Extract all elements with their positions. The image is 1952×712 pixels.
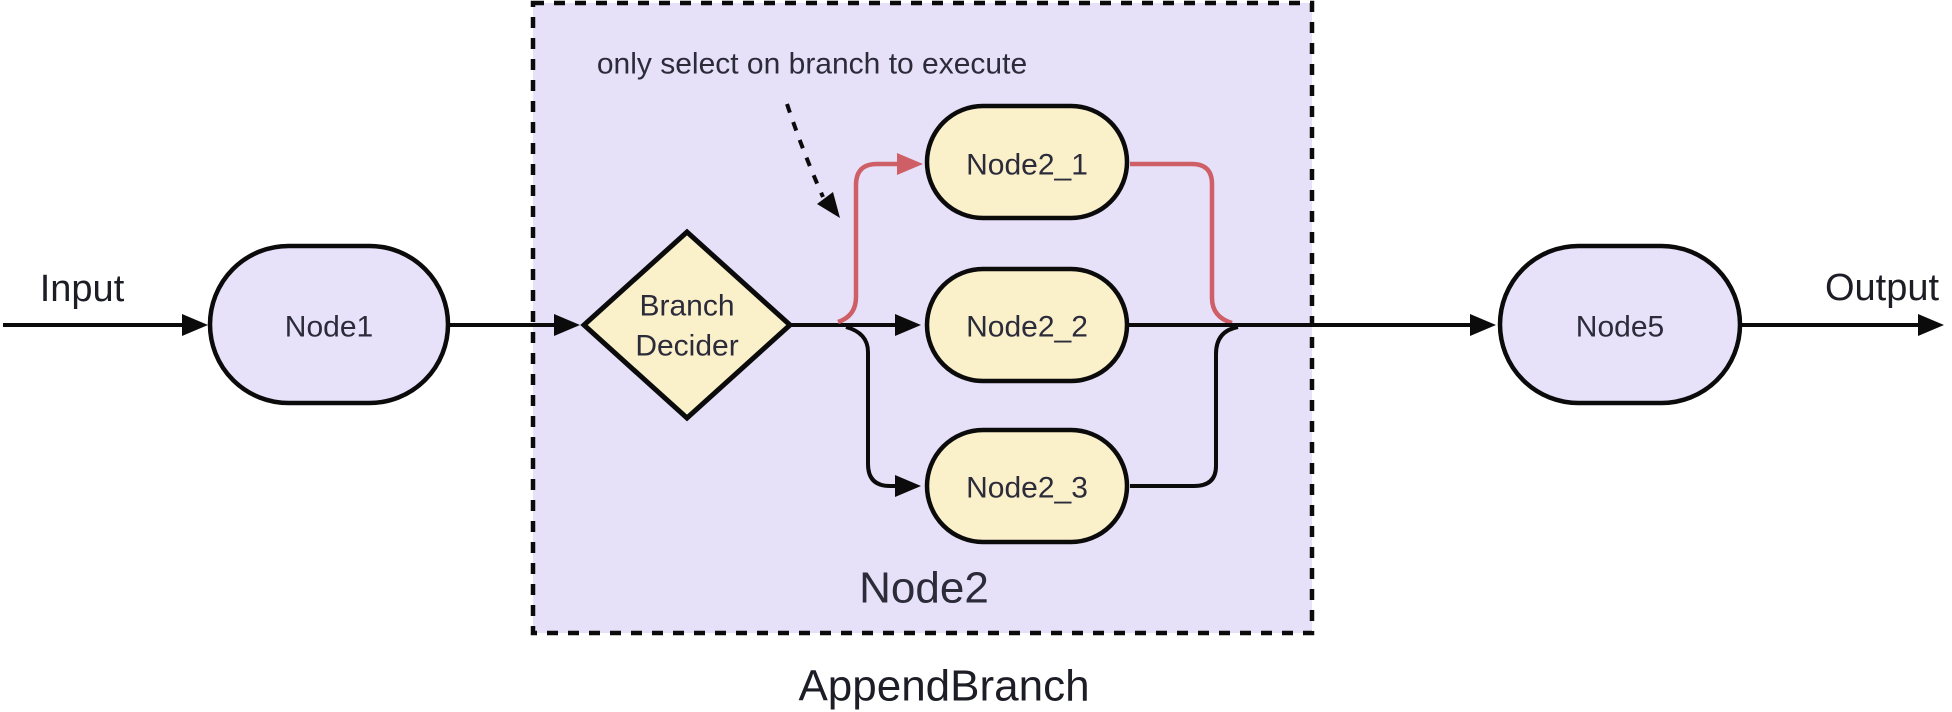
- cluster-node2-title: Node2: [859, 564, 989, 613]
- branch-decider-shape: [580, 228, 794, 422]
- arrowhead-into-decider: [554, 314, 580, 336]
- arrowhead-into-node2-1: [897, 153, 923, 175]
- arrowhead-output: [1918, 314, 1944, 336]
- node1-label: Node1: [285, 311, 373, 344]
- node2-1-shape: [924, 103, 1130, 221]
- edge-node2-1-to-merge-selected: [1130, 161, 1233, 326]
- edge-node2-3-to-merge: [1130, 325, 1239, 488]
- arrowhead-into-node5: [1470, 314, 1496, 336]
- branch-decider-label-line2: Decider: [635, 330, 738, 363]
- node5-shape: [1497, 243, 1743, 406]
- annotation-arrowhead: [817, 192, 840, 218]
- node2-3-label: Node2_3: [966, 472, 1088, 505]
- input-label: Input: [40, 268, 125, 310]
- node1-shape: [207, 243, 451, 406]
- arrowhead-into-node2-2: [895, 314, 921, 336]
- annotation-text: only select on branch to execute: [597, 48, 1027, 81]
- node2-1-label: Node2_1: [966, 149, 1088, 182]
- appendbranch-caption: AppendBranch: [798, 662, 1089, 711]
- branch-decider-label-line1: Branch: [639, 290, 734, 323]
- node5-label: Node5: [1576, 311, 1664, 344]
- node2-2-label: Node2_2: [966, 311, 1088, 344]
- output-label: Output: [1825, 267, 1940, 309]
- node2-2-shape: [924, 266, 1130, 384]
- arrowhead-into-node2-3: [895, 475, 921, 497]
- edge-decider-to-node2-3: [845, 325, 896, 488]
- edge-decider-to-node2-1-selected: [837, 161, 898, 325]
- node2-3-shape: [924, 427, 1130, 545]
- arrowhead-into-node1: [182, 314, 208, 336]
